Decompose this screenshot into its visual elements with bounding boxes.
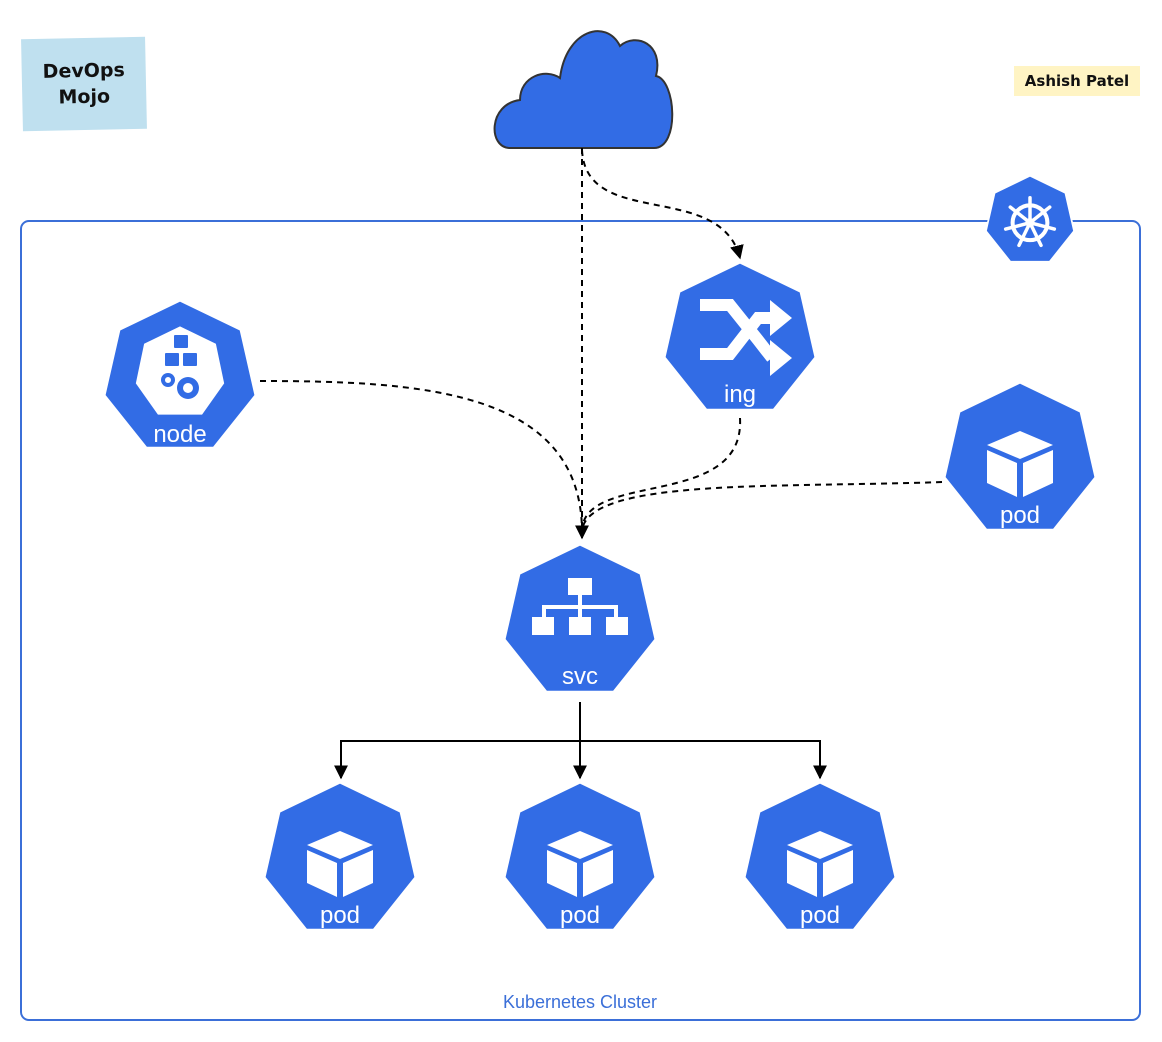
author-name: Ashish Patel (1024, 72, 1130, 90)
kubernetes-cluster-boundary (20, 220, 1141, 1021)
pod-node-2: pod (502, 780, 658, 932)
node-cubes-gears-icon (161, 335, 199, 399)
pod-node-right: pod (942, 380, 1098, 532)
node-label: node (153, 421, 206, 448)
service-node: svc (502, 542, 658, 694)
ingress-node: ing (662, 260, 818, 412)
edge-ing-to-svc (581, 417, 742, 531)
node-node: node (102, 298, 258, 450)
ingress-shuffle-icon (700, 299, 777, 362)
cluster-label: Kubernetes Cluster (503, 992, 657, 1012)
solid-edges (334, 702, 827, 780)
service-label: svc (562, 663, 598, 690)
author-note: Ashish Patel (1014, 66, 1140, 96)
service-hierarchy-icon (532, 578, 628, 635)
edge-cloud-to-ing (581, 149, 744, 260)
ingress-label: ing (724, 381, 756, 408)
cloud-icon (493, 30, 674, 149)
pod-2-label: pod (560, 902, 600, 929)
pod-3-label: pod (800, 902, 840, 929)
edge-svc-to-pod-1 (334, 740, 580, 780)
pod-node-3: pod (742, 780, 898, 932)
pod-node-1: pod (262, 780, 418, 932)
pod-right-label: pod (1000, 502, 1040, 529)
kubernetes-logo-icon (985, 174, 1075, 263)
edge-node-to-svc (259, 380, 583, 531)
pod-1-label: pod (320, 902, 360, 929)
edge-pod-to-svc (581, 481, 943, 531)
dashed-edges (259, 148, 943, 540)
edge-svc-to-pod-3 (580, 740, 827, 780)
